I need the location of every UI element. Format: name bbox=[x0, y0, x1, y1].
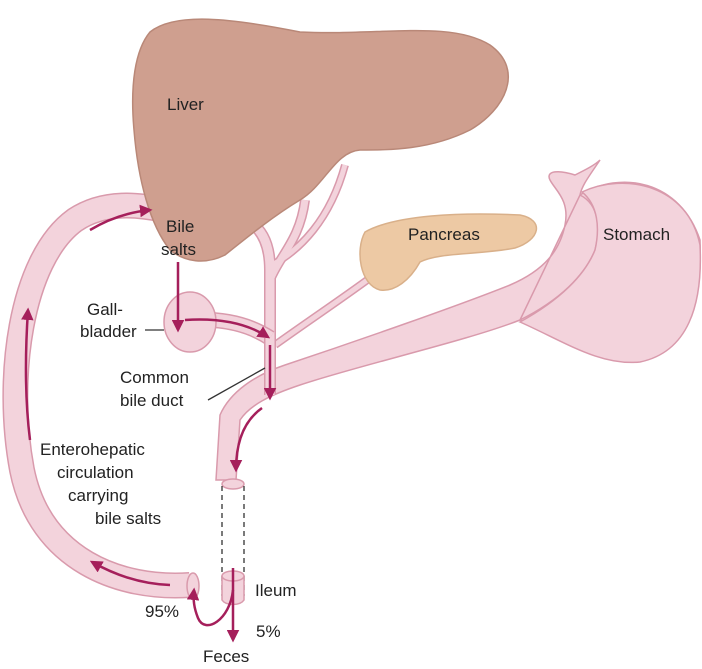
flow-arrow-cystic bbox=[184, 318, 271, 339]
flow-arrow-to-liver bbox=[89, 204, 153, 232]
label-pancreas: Pancreas bbox=[408, 225, 480, 244]
label-enterohepatic-3: carrying bbox=[68, 486, 128, 505]
flow-arrow-vessel-lower bbox=[89, 560, 171, 587]
label-enterohepatic-2: circulation bbox=[57, 463, 134, 482]
label-stomach: Stomach bbox=[603, 225, 670, 244]
flow-arrows bbox=[21, 204, 277, 643]
label-feces: Feces bbox=[203, 647, 249, 666]
label-percent-95: 95% bbox=[145, 602, 179, 621]
label-common-bile-duct-2: bile duct bbox=[120, 391, 184, 410]
flow-arrow-reabsorb bbox=[186, 587, 235, 627]
pancreas-organ bbox=[359, 213, 538, 291]
label-liver: Liver bbox=[167, 95, 204, 114]
label-bile-salts-1: Bile bbox=[166, 217, 194, 236]
intestine-segment bbox=[221, 478, 245, 606]
liver-organ bbox=[131, 18, 509, 262]
label-percent-5: 5% bbox=[256, 622, 281, 641]
flow-arrow-duodenum bbox=[229, 406, 263, 473]
label-enterohepatic-1: Enterohepatic bbox=[40, 440, 145, 459]
stomach-body bbox=[518, 182, 702, 364]
common-duct-leader bbox=[207, 367, 266, 401]
label-enterohepatic-4: bile salts bbox=[95, 509, 161, 528]
label-gallbladder-1: Gall- bbox=[87, 300, 123, 319]
flow-arrow-return bbox=[21, 307, 34, 441]
label-bile-salts-2: salts bbox=[161, 240, 196, 259]
label-common-bile-duct-1: Common bbox=[120, 368, 189, 387]
gallbladder-organ bbox=[163, 291, 275, 353]
label-ileum: Ileum bbox=[255, 581, 297, 600]
label-gallbladder-2: bladder bbox=[80, 322, 137, 341]
